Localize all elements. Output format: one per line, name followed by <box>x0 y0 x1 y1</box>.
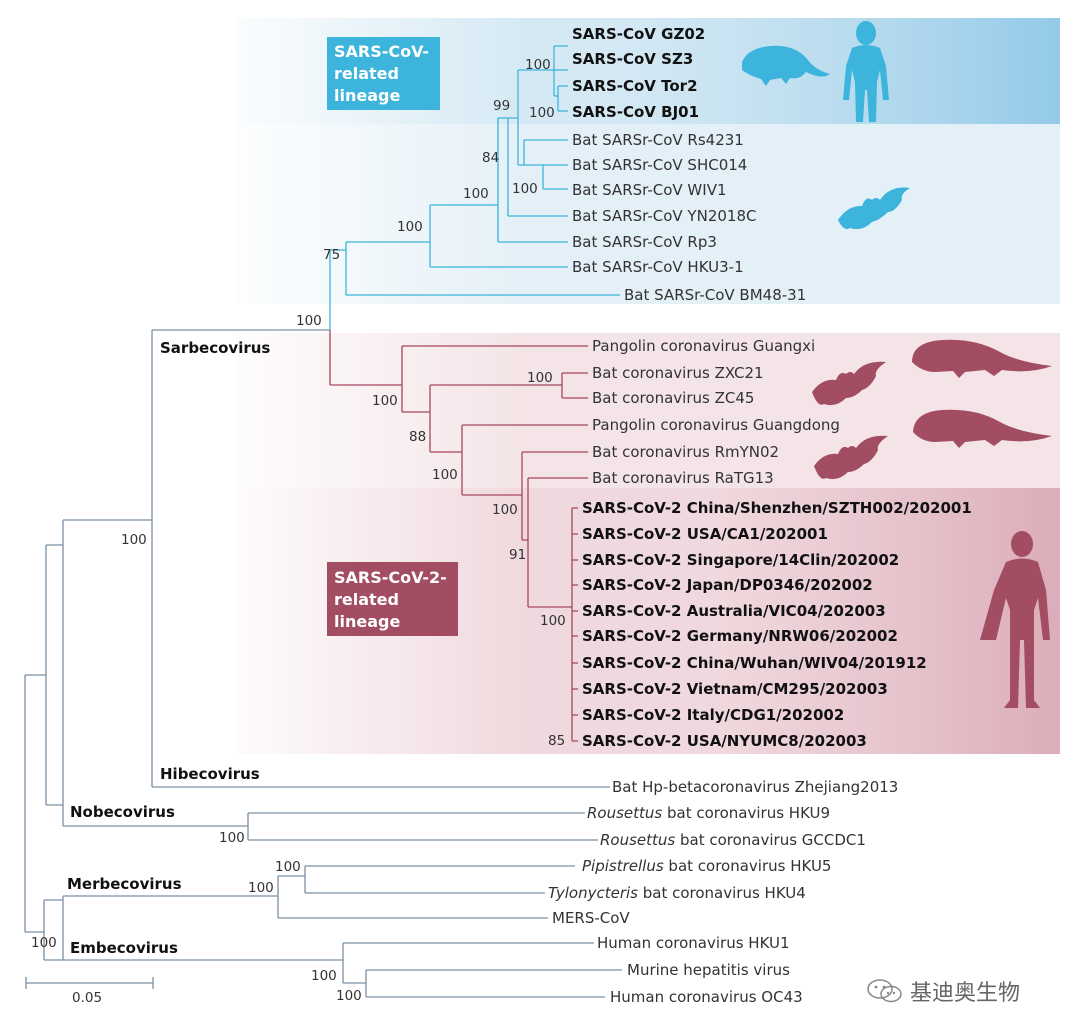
taxon-label: Bat SARSr-CoV HKU3-1 <box>572 258 744 276</box>
bootstrap-label: 100 <box>540 613 566 629</box>
bat-silhouette-red-lower <box>814 435 888 480</box>
taxon-label: SARS-CoV-2 USA/CA1/202001 <box>582 525 828 543</box>
taxon-label: SARS-CoV-2 Singapore/14Clin/202002 <box>582 551 899 569</box>
scale-bar-label: 0.05 <box>72 990 102 1006</box>
taxon-hibeco: Bat Hp-betacoronavirus Zhejiang2013 <box>612 778 898 796</box>
taxon-label: SARS-CoV Tor2 <box>572 77 698 95</box>
taxon-label: SARS-CoV BJ01 <box>572 103 699 121</box>
taxon-mers: MERS-CoV <box>552 909 630 927</box>
red-branches <box>329 330 588 742</box>
taxon-label: Bat SARSr-CoV YN2018C <box>572 207 756 225</box>
bootstrap-label: 100 <box>336 988 362 1004</box>
pangolin-silhouette-guangxi <box>912 339 1052 378</box>
watermark: 基迪奥生物 <box>866 975 1020 1007</box>
human-silhouette-red <box>980 531 1050 708</box>
genus-sarbecovirus: Sarbecovirus <box>160 339 270 357</box>
taxon-oc43: Human coronavirus OC43 <box>610 988 803 1006</box>
bootstrap-label: 100 <box>31 935 57 951</box>
taxon-label: Pangolin coronavirus Guangdong <box>592 416 840 434</box>
taxon-gccdc1: Rousettus bat coronavirus GCCDC1 <box>600 831 866 849</box>
taxon-label: Bat SARSr-CoV WIV1 <box>572 181 727 199</box>
taxon-hku4: Tylonycteris bat coronavirus HKU4 <box>548 884 806 902</box>
bootstrap-label: 100 <box>296 313 322 329</box>
taxon-label: Pangolin coronavirus Guangxi <box>592 337 815 355</box>
taxon-mhv: Murine hepatitis virus <box>627 961 790 979</box>
taxon-hku1: Human coronavirus HKU1 <box>597 934 790 952</box>
bootstrap-label: 100 <box>248 880 274 896</box>
sars2-lineage-box <box>327 562 458 636</box>
taxon-label: SARS-CoV-2 Vietnam/CM295/202003 <box>582 680 888 698</box>
taxon-label: SARS-CoV-2 Italy/CDG1/202002 <box>582 706 844 724</box>
human-silhouette-blue <box>843 21 889 122</box>
taxon-label: SARS-CoV-2 Germany/NRW06/202002 <box>582 627 898 645</box>
taxon-label: SARS-CoV SZ3 <box>572 50 693 68</box>
bootstrap-label: 100 <box>527 370 553 386</box>
taxon-label: Bat coronavirus RmYN02 <box>592 443 779 461</box>
bootstrap-label: 100 <box>463 186 489 202</box>
pangolin-silhouette-guangdong <box>913 409 1052 448</box>
genus-hibecovirus: Hibecovirus <box>160 765 260 783</box>
bootstrap-label: 100 <box>525 57 551 73</box>
watermark-text: 基迪奥生物 <box>910 981 1021 1006</box>
sars2-band-gradient <box>480 488 1060 754</box>
bat-silhouette-blue <box>838 187 910 230</box>
bootstrap-label: 100 <box>311 968 337 984</box>
sars2-taxa: SARS-CoV-2 China/Shenzhen/SZTH002/202001… <box>582 499 972 750</box>
sars2-leaf-ticks <box>572 533 578 716</box>
taxon-label: Bat coronavirus RaTG13 <box>592 469 774 487</box>
taxon-hku9: Rousettus bat coronavirus HKU9 <box>587 804 830 822</box>
bootstrap-label: 100 <box>219 830 245 846</box>
taxon-label: SARS-CoV-2 China/Wuhan/WIV04/201912 <box>582 654 927 672</box>
bootstrap-label: 91 <box>509 547 526 563</box>
genus-embecovirus: Embecovirus <box>70 939 178 957</box>
bootstrap-label: 100 <box>372 393 398 409</box>
bootstrap-label: 100 <box>512 181 538 197</box>
bootstrap-values: 100 100 99 84 100 100 100 75 100 100 100… <box>31 57 566 1004</box>
bootstrap-label: 75 <box>323 247 340 263</box>
taxon-hku5: Pipistrellus bat coronavirus HKU5 <box>582 857 831 875</box>
pangolin-silhouette-blue <box>742 45 830 86</box>
bootstrap-label: 99 <box>493 98 510 114</box>
bootstrap-label: 100 <box>397 219 423 235</box>
bootstrap-label: 100 <box>529 105 555 121</box>
bootstrap-label: 88 <box>409 429 426 445</box>
bootstrap-label: 100 <box>275 859 301 875</box>
taxon-label: SARS-CoV-2 Japan/DP0346/202002 <box>582 576 873 594</box>
gray-branches <box>24 329 622 998</box>
taxon-label: Bat SARSr-CoV BM48-31 <box>624 286 806 304</box>
genus-merbecovirus: Merbecovirus <box>67 875 182 893</box>
bootstrap-label: 100 <box>432 467 458 483</box>
bootstrap-label: 84 <box>482 150 499 166</box>
blue-branches <box>329 45 620 330</box>
taxon-label: SARS-CoV-2 China/Shenzhen/SZTH002/202001 <box>582 499 972 517</box>
taxon-label: Bat coronavirus ZC45 <box>592 389 754 407</box>
taxon-label: Bat coronavirus ZXC21 <box>592 364 764 382</box>
genus-nobecovirus: Nobecovirus <box>70 803 175 821</box>
bootstrap-label: 85 <box>548 733 565 749</box>
bootstrap-label: 100 <box>121 532 147 548</box>
taxon-label: SARS-CoV-2 Australia/VIC04/202003 <box>582 602 886 620</box>
sars1-lineage-box <box>327 37 440 110</box>
taxon-label: Bat SARSr-CoV Rs4231 <box>572 131 744 149</box>
bat-silhouette-red-upper <box>812 361 886 406</box>
taxon-label: Bat SARSr-CoV Rp3 <box>572 233 717 251</box>
taxon-label: SARS-CoV-2 USA/NYUMC8/202003 <box>582 732 867 750</box>
taxon-label: SARS-CoV GZ02 <box>572 25 705 43</box>
bootstrap-label: 100 <box>492 502 518 518</box>
taxon-label: Bat SARSr-CoV SHC014 <box>572 156 747 174</box>
wechat-icon <box>867 979 902 1003</box>
